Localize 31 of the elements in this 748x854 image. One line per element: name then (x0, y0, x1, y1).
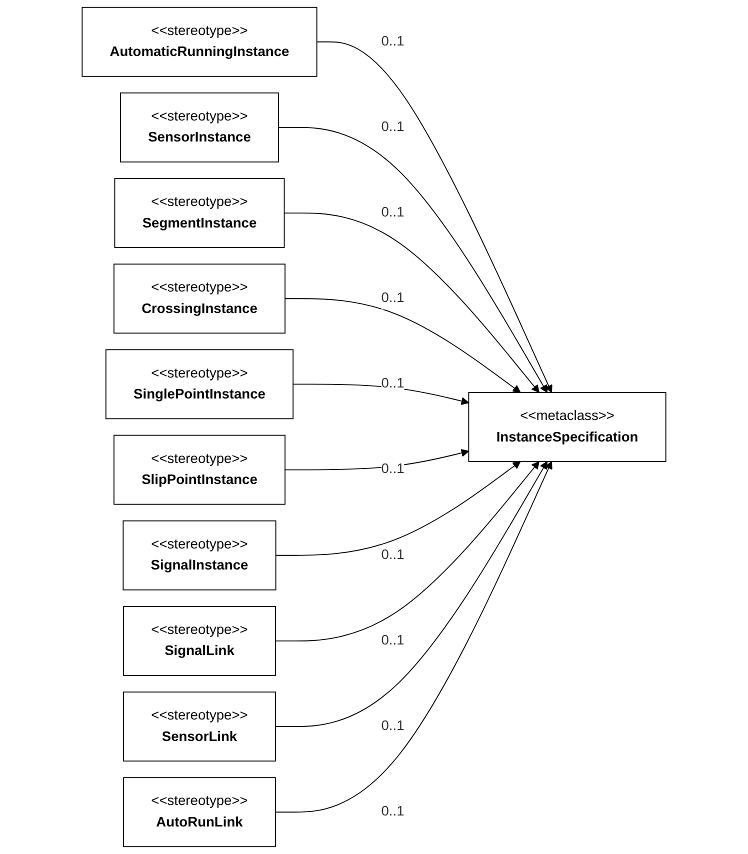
arrow (275, 461, 521, 556)
node-box: <<stereotype>> SlipPointInstance (114, 434, 286, 505)
arrow (316, 41, 552, 393)
edge-label: 0..1 (381, 204, 404, 220)
edge-label: 0..1 (381, 632, 404, 648)
edge-label: 0..1 (381, 118, 404, 135)
arrow (284, 212, 540, 393)
node-box: <<stereotype>> AutomaticRunningInstance (82, 6, 318, 77)
arrow (275, 461, 552, 813)
node-box: <<stereotype>> SensorLink (123, 692, 276, 762)
arrow (292, 384, 470, 406)
edge-label: 0..1 (381, 33, 404, 50)
node-box: <<metaclass>> InstanceSpecification (468, 392, 666, 462)
edge-label: 0..1 (381, 290, 404, 306)
arrow (284, 298, 521, 393)
node-box: <<stereotype>> SensorInstance (120, 92, 279, 162)
node-box: <<stereotype>> SignalInstance (122, 520, 276, 590)
node-box: <<stereotype>> SinglePointInstance (105, 349, 294, 420)
node-box: <<stereotype>> SignalLink (123, 606, 276, 676)
edge-label: 0..1 (381, 804, 404, 820)
arrow (284, 448, 470, 470)
edge-label: 0..1 (381, 376, 404, 392)
arrow (278, 127, 548, 393)
edge-label: 0..1 (381, 546, 404, 563)
node-box: <<stereotype>> SegmentInstance (114, 178, 285, 248)
edge-label: 0..1 (381, 718, 404, 734)
node-box: <<stereotype>> AutoRunLink (123, 777, 276, 848)
edge-label: 0..1 (381, 461, 404, 477)
node-box: <<stereotype>> CrossingInstance (114, 264, 286, 334)
arrow (275, 461, 540, 642)
arrow (275, 461, 548, 727)
